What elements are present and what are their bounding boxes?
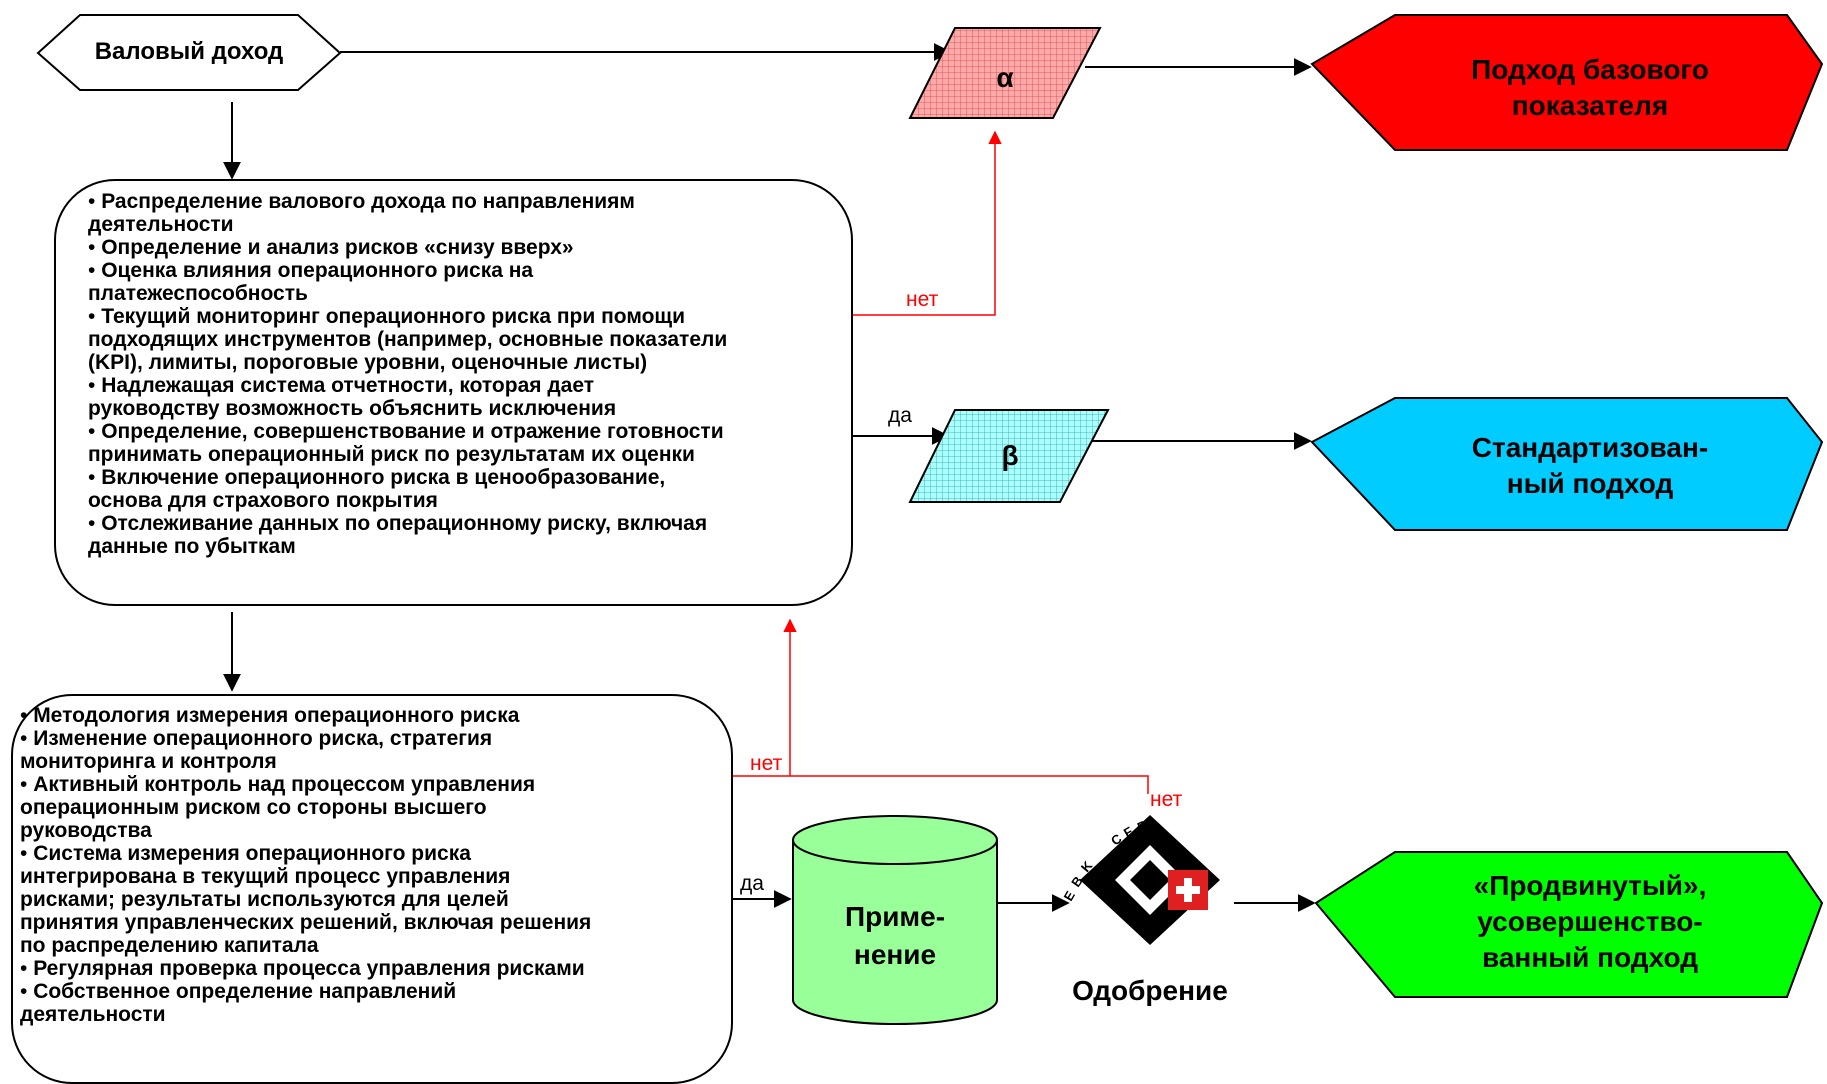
ebk-cfb-logo <box>1080 815 1220 945</box>
criteria-box-2-item-2-line-1: операционным риском со стороны высшего <box>20 796 487 819</box>
criteria-box-1-text: Распределение валового дохода по направл… <box>88 190 848 558</box>
criteria-box-1-item-7-line-1: данные по убыткам <box>88 535 296 558</box>
application-cylinder <box>792 815 998 1025</box>
alpha-symbol: α <box>996 62 1014 93</box>
criteria-box-2-item-1-line-1: мониторинга и контроля <box>20 750 277 773</box>
yes-label-1: да <box>888 404 912 427</box>
basic-approach-pentagon <box>1310 14 1824 151</box>
advanced-approach-pentagon <box>1314 851 1824 998</box>
application-line-2: нение <box>853 939 937 970</box>
criteria-box-1-item-2-line-1: платежеспособность <box>88 282 308 305</box>
standard-approach-line-1: Стандартизован- <box>1471 432 1709 463</box>
application-label: Приме- нение <box>793 898 997 974</box>
criteria-box-2-item-1-line-0: Изменение операционного риска, стратегия <box>20 727 720 750</box>
red-no-line-approval-to-box1 <box>783 618 1149 794</box>
basic-approach-line-2: показателя <box>1511 90 1669 121</box>
criteria-box-2-item-3-line-4: по распределению капитала <box>20 934 319 957</box>
criteria-box-1-item-7-line-0: Отслеживание данных по операционному рис… <box>88 512 848 535</box>
advanced-approach-label: «Продвинутый», усовершенство- ванный под… <box>1400 868 1780 976</box>
logo-letter-b: B <box>1068 873 1086 889</box>
advanced-approach-line-1: «Продвинутый», <box>1473 870 1707 901</box>
criteria-box-1-item-0-line-0: Распределение валового дохода по направл… <box>88 190 848 213</box>
alpha-parallelogram <box>908 27 1102 119</box>
application-line-1: Приме- <box>844 901 946 932</box>
criteria-box-1-item-2-line-0: Оценка влияния операционного риска на <box>88 259 848 282</box>
criteria-box-2-item-4-line-0: Регулярная проверка процесса управления … <box>20 957 720 980</box>
criteria-box-1-item-6-line-0: Включение операционного риска в ценообра… <box>88 466 848 489</box>
criteria-box-2-item-0-line-0: Методология измерения операционного риск… <box>20 704 720 727</box>
no-label-1: нет <box>906 288 939 311</box>
criteria-box-2-item-5-line-1: деятельности <box>20 1003 166 1026</box>
criteria-box-1-item-3-line-0: Текущий мониторинг операционного риска п… <box>88 305 848 328</box>
start-label: Валовый доход <box>94 38 284 65</box>
standard-approach-label: Стандартизован- ный подход <box>1400 430 1780 502</box>
criteria-box-1-item-6-line-1: основа для страхового покрытия <box>88 489 438 512</box>
no-label-3: нет <box>1150 788 1183 811</box>
beta-parallelogram <box>908 409 1110 503</box>
criteria-box-1-item-0-line-1: деятельности <box>88 213 234 236</box>
criteria-box-2-item-3-line-1: интегрирована в текущий процесс управлен… <box>20 865 511 888</box>
criteria-box-1-item-5-line-0: Определение, совершенствование и отражен… <box>88 420 848 443</box>
basic-approach-label: Подход базового показателя <box>1400 52 1780 124</box>
logo-letter-e: E <box>1061 888 1078 903</box>
criteria-box-1-item-3-line-2: (KPI), лимиты, пороговые уровни, оценочн… <box>88 351 648 374</box>
approval-label: Одобрение <box>1072 975 1228 1006</box>
beta-symbol: β <box>1001 440 1019 471</box>
criteria-box-2-item-5-line-0: Собственное определение направлений <box>20 980 720 1003</box>
criteria-box-1-item-4-line-0: Надлежащая система отчетности, которая д… <box>88 374 848 397</box>
standard-approach-line-2: ный подход <box>1506 468 1674 499</box>
standard-approach-pentagon <box>1310 397 1824 531</box>
no-label-2: нет <box>750 752 783 775</box>
criteria-box-1-item-1-line-0: Определение и анализ рисков «снизу вверх… <box>88 236 848 259</box>
red-no-line-box1-to-alpha <box>852 130 1002 316</box>
criteria-box-2-item-3-line-0: Система измерения операционного риска <box>20 842 720 865</box>
advanced-approach-line-3: ванный подход <box>1482 942 1698 973</box>
criteria-box-2-text: Методология измерения операционного риск… <box>20 704 720 1026</box>
criteria-box-1-item-4-line-1: руководству возможность объяснить исключ… <box>88 397 617 420</box>
criteria-box-2-item-3-line-3: принятия управленческих решений, включая… <box>20 911 592 934</box>
yes-label-2: да <box>740 872 764 895</box>
criteria-box-1-item-5-line-1: принимать операционный риск по результат… <box>88 443 695 466</box>
criteria-box-1-item-3-line-1: подходящих инструментов (например, основ… <box>88 328 728 351</box>
advanced-approach-line-2: усовершенство- <box>1477 906 1703 937</box>
criteria-box-2-item-3-line-2: рисками; результаты используются для цел… <box>20 888 509 911</box>
basic-approach-line-1: Подход базового <box>1471 54 1709 85</box>
criteria-box-2-item-2-line-0: Активный контроль над процессом управлен… <box>20 773 720 796</box>
criteria-box-2-item-2-line-2: руководства <box>20 819 152 842</box>
